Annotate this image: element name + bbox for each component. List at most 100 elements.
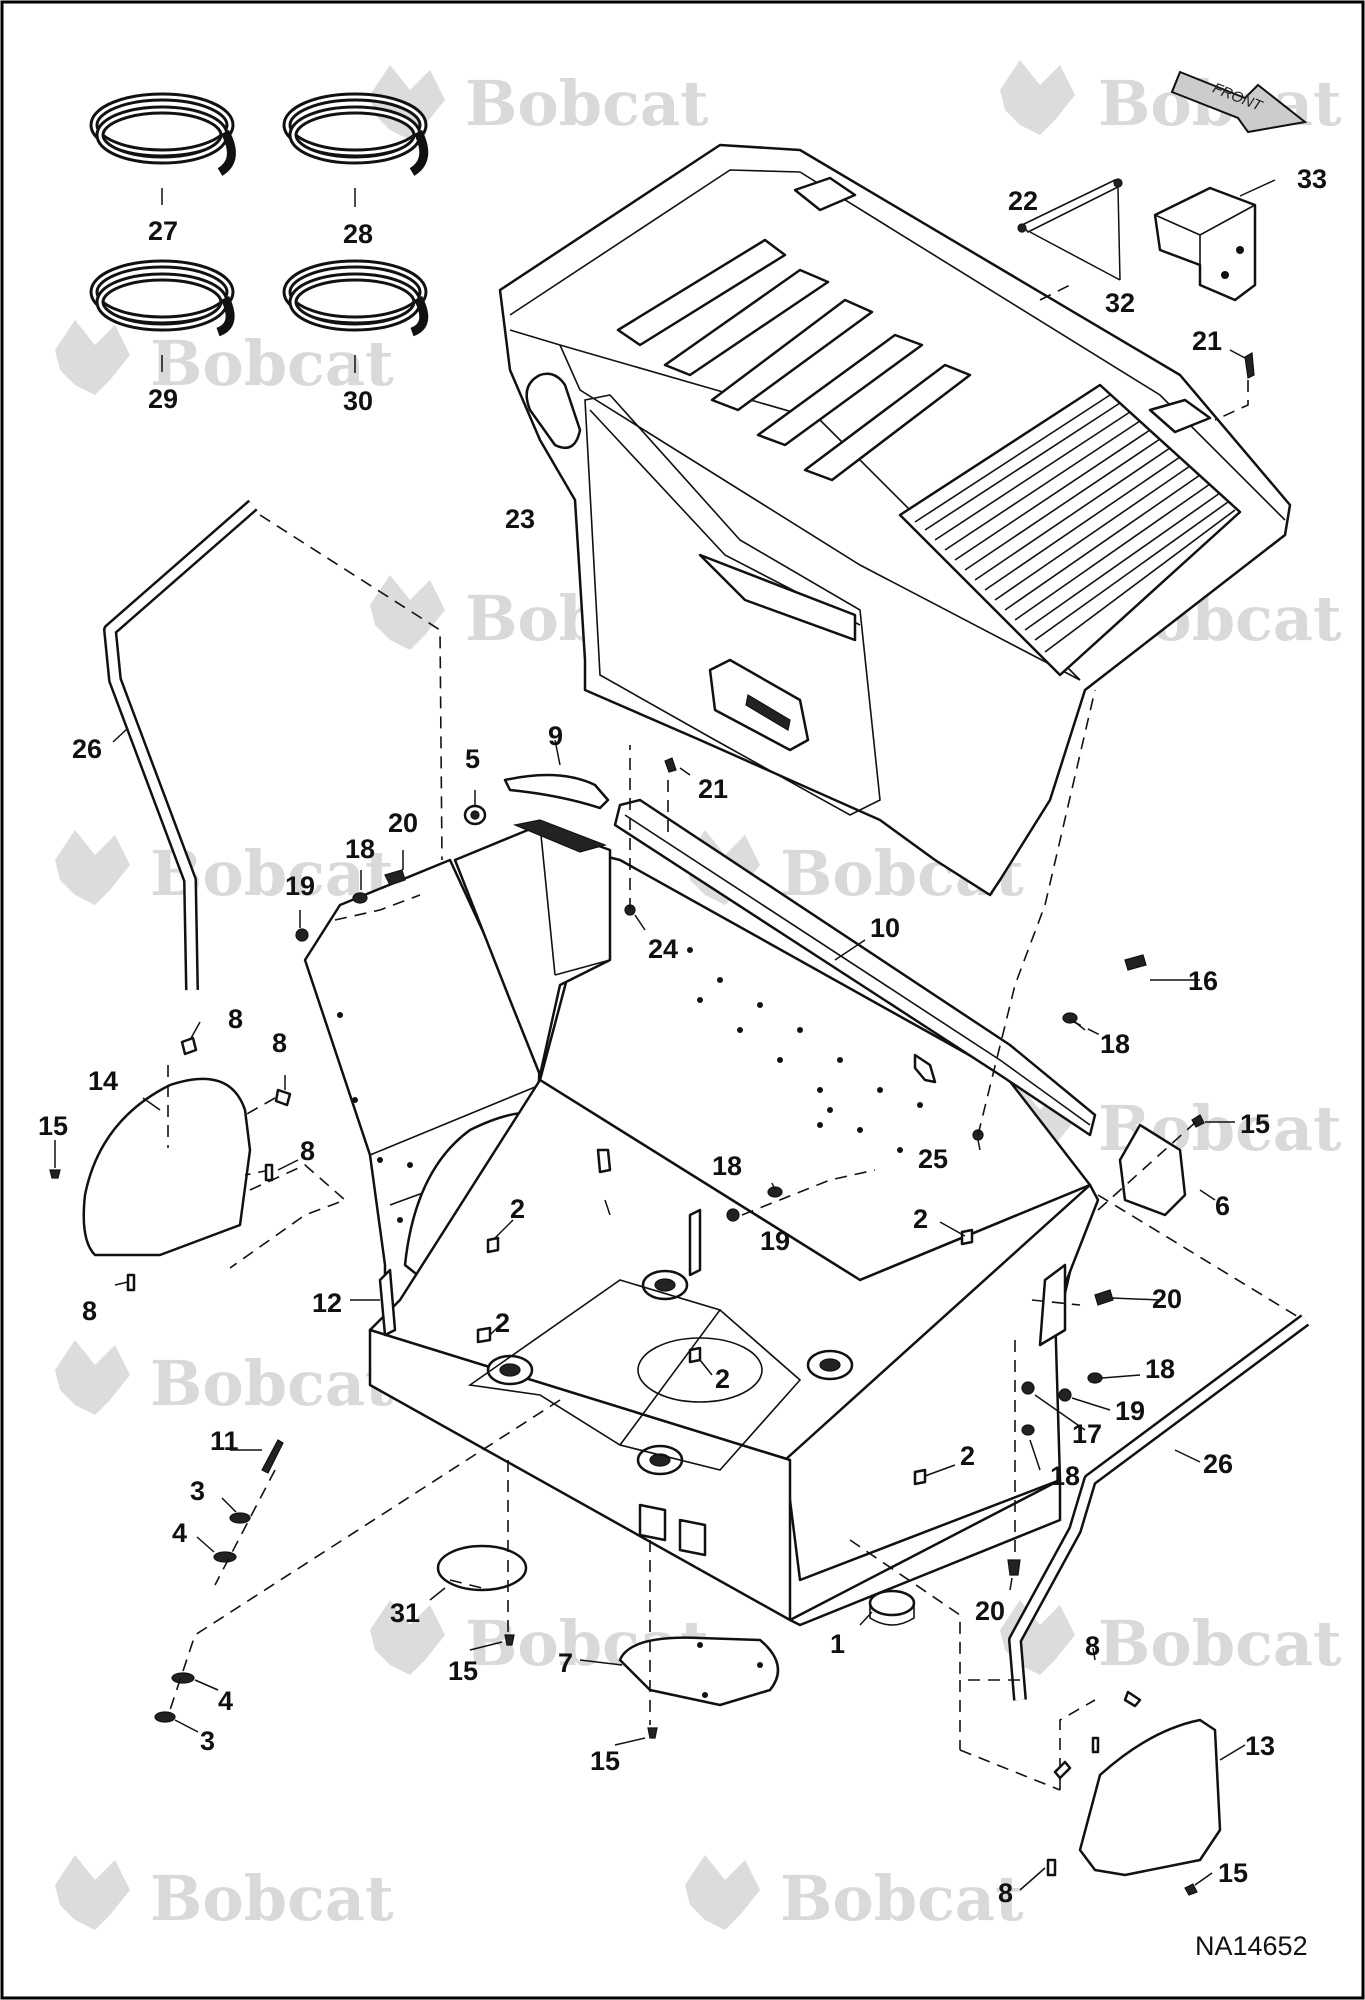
callout: 22 [1008,186,1038,216]
callout: 25 [918,1144,948,1174]
cover-vent-slot [710,298,874,412]
clip-8 [274,1088,292,1107]
seal-coil-28 [282,92,429,176]
access-plate-7 [618,1636,780,1707]
callout: 19 [760,1226,790,1256]
callout: 2 [715,1364,730,1394]
callout: 2 [510,1194,525,1224]
bolt-20 [1007,1559,1021,1576]
washer-18 [1021,1424,1035,1436]
callout: 23 [505,504,535,534]
callout: 8 [998,1878,1013,1908]
callout: 18 [1145,1354,1175,1384]
door-seal-26-left [103,499,258,991]
cover-grille [898,383,1242,677]
bottom-lip [788,1478,1062,1627]
callout: 20 [388,808,418,838]
callout: 20 [1152,1284,1182,1314]
frame-slot [678,1518,707,1557]
clip-2 [486,1236,500,1254]
watermark-text: Bobcat [780,1862,1024,1935]
door-seal-26-right [1008,1314,1310,1701]
watermark-logo [685,1855,760,1930]
callout: 15 [1240,1109,1270,1139]
watermark-text: Bobcat [1098,1607,1342,1680]
engine-compartment-frame [303,798,1100,1627]
callout: 24 [648,934,678,964]
callout: 15 [1218,1858,1248,1888]
callout: 7 [558,1648,573,1678]
watermark-logo [55,830,130,905]
bolt-20 [1094,1289,1114,1306]
callout: 15 [448,1656,478,1686]
washer-4 [213,1551,237,1563]
callout: 8 [228,1004,243,1034]
bolt-20 [384,869,406,886]
tab-clip [913,1053,937,1084]
access-plate-14 [82,1077,252,1257]
clip-8 [1046,1858,1057,1877]
callout: 2 [495,1308,510,1338]
callout: 26 [1203,1449,1233,1479]
grommet-1 [868,1589,916,1617]
callout: 8 [1085,1631,1100,1661]
callout: 31 [390,1598,420,1628]
access-plate-6 [1118,1123,1187,1217]
assembly-path [1097,1194,1301,1319]
nut-3 [154,1711,176,1723]
callout: 9 [548,721,563,751]
leader-lines [54,739,1246,1891]
cover-hinge-tab [793,176,857,212]
assembly-path [959,1749,1061,1791]
callout: 14 [88,1066,118,1096]
bolt-16 [1124,954,1147,971]
callout: 8 [300,1136,315,1166]
fasteners [49,757,1205,1896]
callout: 4 [218,1686,233,1716]
callout: 4 [172,1518,187,1548]
callout-labels: 27 28 29 30 22 32 33 21 23 26 9 5 21 20 … [38,164,1327,1908]
washer-18 [767,1186,783,1198]
callout: 2 [960,1441,975,1471]
watermark-text: Bobcat [150,1347,394,1420]
stud-11 [261,1439,284,1474]
tab-clip [596,1148,612,1174]
washer-18 [352,892,368,904]
callout: 16 [1188,966,1218,996]
assembly-path [1039,284,1071,301]
callout: 1 [830,1629,845,1659]
callout: 2 [913,1204,928,1234]
screw-15 [1184,1883,1198,1896]
callout: 18 [712,1151,742,1181]
clip-8 [264,1163,274,1182]
callout: 10 [870,913,900,943]
cover-vent-slot [803,363,972,482]
screw-15 [504,1634,515,1646]
cover-hinge-tab [1148,398,1212,434]
access-plate-31 [436,1544,528,1592]
watermark-logo [55,1340,130,1415]
callout: 21 [1192,326,1222,356]
assembly-path [229,1164,347,1269]
access-plate-13 [1078,1718,1222,1877]
watermark-logo [370,575,445,650]
cover-handle-recess [525,372,582,450]
callout: 30 [343,386,373,416]
callout: 11 [210,1426,239,1456]
clip-8 [1123,1690,1142,1708]
leader-line [112,727,129,743]
watermark-text: Bobcat [150,1862,394,1935]
callout: 13 [1245,1731,1275,1761]
callout: 18 [345,834,375,864]
callout: 12 [312,1288,342,1318]
screw-21-upper [1244,352,1255,379]
callout: 15 [590,1746,620,1776]
screw-21-lower [664,757,677,773]
watermark-logo [370,1600,445,1675]
cover-vent-slot [616,238,787,347]
watermark-logo [1000,60,1075,135]
callout: 19 [1115,1396,1145,1426]
